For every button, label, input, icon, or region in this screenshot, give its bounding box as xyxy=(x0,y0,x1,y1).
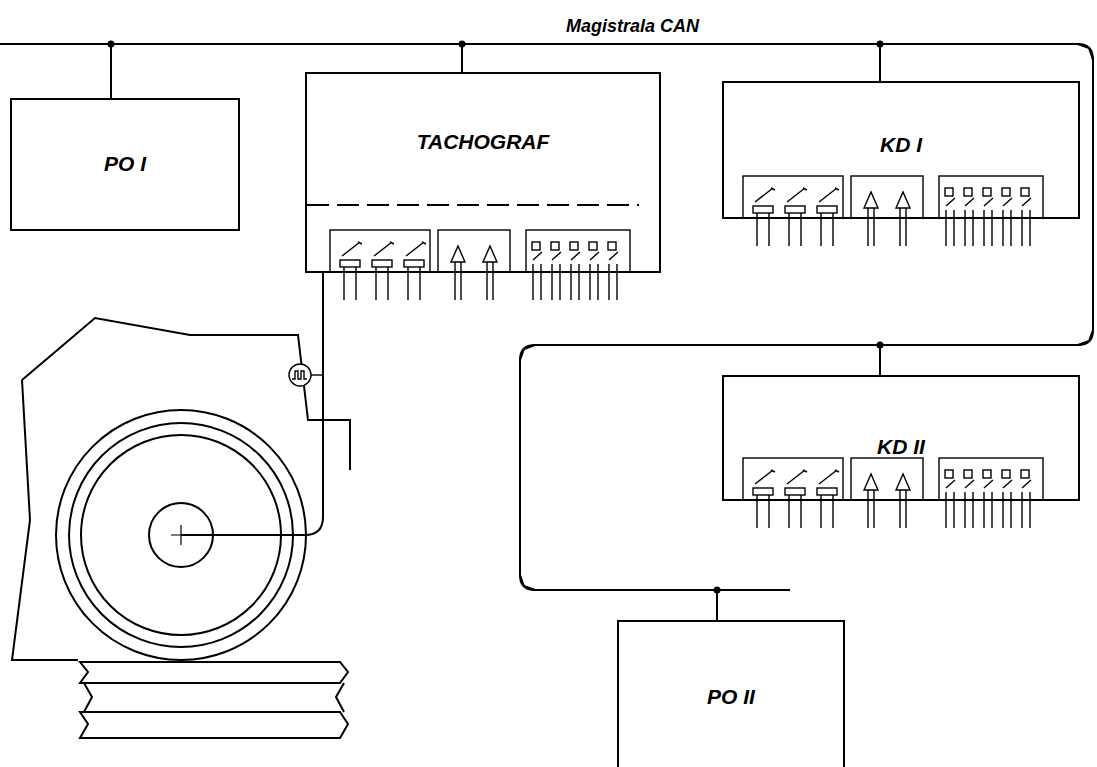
can-bus-line xyxy=(0,44,1093,590)
io-module xyxy=(743,176,1043,246)
speed-sensor-symbol xyxy=(289,364,323,386)
io-module xyxy=(330,230,630,300)
control-unit-box: PO II xyxy=(617,620,845,767)
control-unit-box: TACHOGRAF xyxy=(305,72,661,273)
dashed-divider xyxy=(307,204,639,206)
unit-name: PO I xyxy=(12,152,238,176)
can-bus-link xyxy=(462,44,880,81)
sensor-wire xyxy=(181,273,323,535)
unit-name: KD I xyxy=(724,133,1078,157)
unit-name: TACHOGRAF xyxy=(307,130,659,154)
control-unit-box: KD II xyxy=(722,375,1080,501)
can-bus-link xyxy=(111,44,462,98)
text-group: PO II xyxy=(619,685,843,709)
text-group: TACHOGRAF xyxy=(307,130,659,154)
unit-name: PO II xyxy=(619,685,843,709)
unit-name: KD II xyxy=(724,435,1078,459)
text-group: KD II xyxy=(724,435,1078,459)
can-bus-link xyxy=(520,345,880,620)
control-unit-box: KD I xyxy=(722,81,1080,219)
text-group: PO I xyxy=(12,152,238,176)
vehicle-wheel xyxy=(12,318,350,738)
text-group: KD I xyxy=(724,133,1078,157)
control-unit-box: PO I xyxy=(10,98,240,231)
bus-name: Magistrala CAN xyxy=(564,16,701,37)
can-bus-link xyxy=(880,44,1093,375)
io-module xyxy=(743,458,1043,528)
